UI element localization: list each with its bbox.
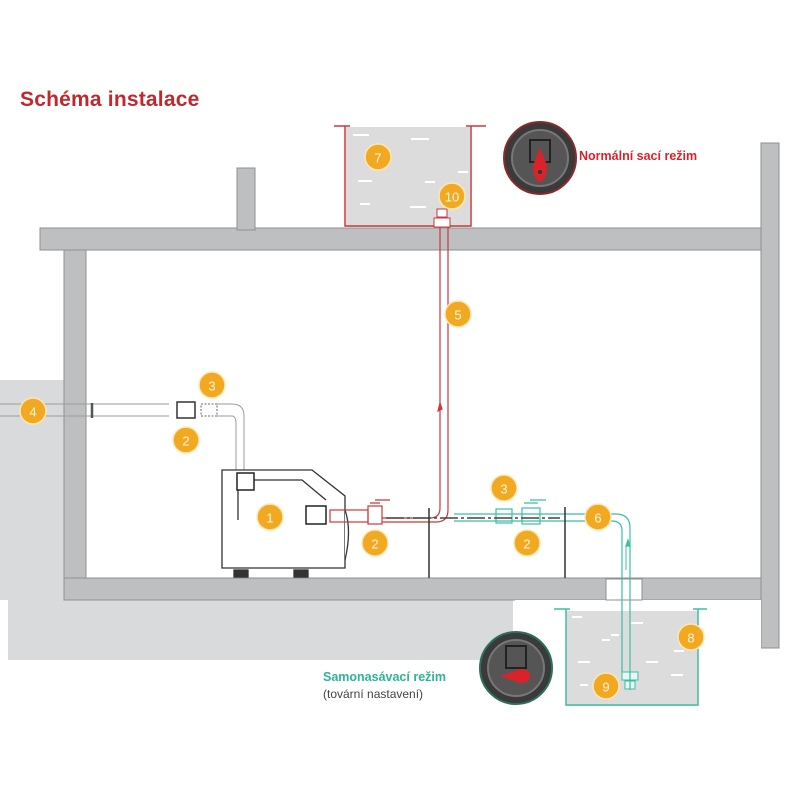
badge-circle bbox=[584, 503, 612, 531]
badge-pipe-suction-6: 6 bbox=[584, 503, 612, 531]
pump-suction-red bbox=[329, 499, 390, 525]
support-posts bbox=[428, 507, 566, 578]
badge-valve-left-3: 3 bbox=[198, 371, 226, 399]
badge-number: 3 bbox=[208, 379, 215, 394]
right-wall bbox=[760, 142, 780, 649]
building-walls bbox=[39, 142, 780, 649]
badge-number: 3 bbox=[500, 482, 507, 497]
foot-valve-upper bbox=[433, 208, 451, 228]
lower-tank bbox=[515, 578, 761, 720]
badge-circle bbox=[438, 182, 466, 210]
badge-number: 10 bbox=[445, 190, 459, 205]
page-title: Schéma instalace bbox=[20, 88, 200, 111]
mode-normal-label: Normální sací režim bbox=[579, 149, 698, 163]
badge-number: 9 bbox=[602, 680, 609, 695]
badge-number: 8 bbox=[687, 631, 694, 646]
badge-circle bbox=[592, 672, 620, 700]
badge-pump: 1 bbox=[256, 503, 284, 531]
badge-number: 2 bbox=[523, 537, 530, 552]
badge-number: 2 bbox=[182, 434, 189, 449]
badge-number: 7 bbox=[374, 151, 381, 166]
badge-tank-upper-7: 7 bbox=[364, 143, 392, 171]
suction-pipe-green bbox=[454, 499, 631, 690]
badge-number: 4 bbox=[29, 405, 36, 420]
badge-number: 1 bbox=[266, 511, 273, 526]
badge-circle bbox=[256, 503, 284, 531]
upper-wall-stub bbox=[236, 167, 256, 231]
badge-circle bbox=[677, 623, 705, 651]
badge-foot-valve-9: 9 bbox=[592, 672, 620, 700]
badge-circle bbox=[490, 474, 518, 502]
badge-circle bbox=[361, 529, 389, 557]
mode-self-priming-label: Samonasávací režim bbox=[323, 670, 446, 684]
badge-number: 5 bbox=[454, 308, 461, 323]
badge-circle bbox=[19, 397, 47, 425]
badge-pipe-outlet-4: 4 bbox=[19, 397, 47, 425]
badge-valve-left-2: 2 bbox=[172, 426, 200, 454]
badge-circle bbox=[444, 300, 472, 328]
badge-circle bbox=[364, 143, 392, 171]
badge-valve-right-2: 2 bbox=[513, 529, 541, 557]
mode-self-priming-sublabel: (tovární nastavení) bbox=[323, 687, 424, 701]
badge-foot-valve-10: 10 bbox=[438, 182, 466, 210]
badge-circle bbox=[198, 371, 226, 399]
ground-bottom bbox=[8, 598, 513, 660]
badge-circle bbox=[513, 529, 541, 557]
badge-circle bbox=[172, 426, 200, 454]
badge-number: 6 bbox=[594, 511, 601, 526]
badge-valve-right-3: 3 bbox=[490, 474, 518, 502]
badge-pipe-suction-5: 5 bbox=[444, 300, 472, 328]
badge-number: 2 bbox=[371, 537, 378, 552]
badge-tank-lower-8: 8 bbox=[677, 623, 705, 651]
upper-tank bbox=[334, 125, 486, 228]
badge-valve-pump-2: 2 bbox=[361, 529, 389, 557]
